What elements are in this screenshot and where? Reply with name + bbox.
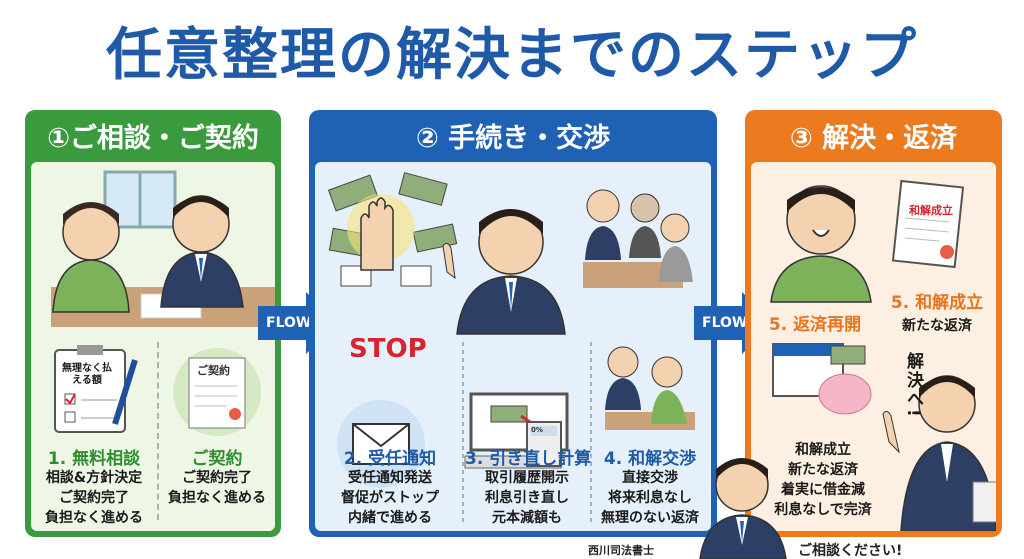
step-label: 5. 返済再開 [768,315,862,335]
step-desc: 受任通知発送 督促がストップ 内緒で進める [319,468,461,528]
step-line: 利息引き直し [485,490,569,506]
panel-consultation: ①ご相談・ご契約 [25,110,281,537]
step-line: 新たな返済 [902,318,972,334]
panel-heading: ①ご相談・ご契約 [47,122,259,154]
step-line: 直接交渉 [622,470,678,486]
step-line: 和解成立 [795,442,851,458]
panel-body: STOP 0% 2. 受任通知 受任通知発送 督促がストップ 内緒で進める 3.… [315,162,711,531]
step-desc: 新たな返済 [881,316,993,336]
divider [157,342,159,520]
step-desc: 取引履歴開示 利息引き直し 元本減額も [465,468,589,528]
step-desc: 相談&方針決定 ご契約完了 負担なく進める [35,468,153,528]
step-line: 無理のない返済 [601,510,699,526]
document-title: 和解成立 [909,204,953,217]
step-line: 内緒で進める [348,510,432,526]
contract-paper-text: ご契約 [197,364,230,377]
step-label: 1. 無料相談 [47,449,141,469]
panel-procedure: ② 手続き・交渉 [309,110,717,537]
calculator-display: 0% [531,426,543,434]
step-line: 元本減額も [492,510,562,526]
footer-message: ご相談ください! [798,543,903,559]
step-line: 督促がストップ [341,490,439,506]
step-label: 3. 引き直し計算 [465,449,592,469]
flow-label: FLOW [266,315,312,331]
panel-body: 和解成立 5. 和解成立 新たな返済 5. 返済再開 解決へ! 和解成立 新たな… [751,162,996,531]
step-label: 4. 和解交渉 [603,449,697,469]
speech-bubble: 解決へ! [903,352,923,419]
step-line: 負担なく進める [45,510,143,526]
step-line: 着実に借金減 [781,482,865,498]
step-desc: 直接交渉 将来利息なし 無理のない返済 [593,468,707,528]
step-line: 利息なしで完済 [774,502,872,518]
lawyer-name: 西川司法書士 [588,544,654,557]
step-line: 負担なく進める [168,490,266,506]
procedure-illustration [327,172,695,522]
step-desc: ご契約完了 負担なく進める [159,468,275,508]
panel-heading: ③ 解決・返済 [789,122,958,154]
step-label: 5. 和解成立 [890,293,984,313]
consultation-illustration [51,170,275,436]
panel-heading: ② 手続き・交渉 [415,122,611,154]
step-line: ご契約完了 [182,470,252,486]
stop-text: STOP [349,334,427,364]
note-pad-text: 無理なく払える額 [62,363,112,386]
step-line: 将来利息なし [608,490,692,506]
resolution-illustration [770,179,996,531]
step-line: 相談&方針決定 [45,470,143,486]
page-title: 任意整理の解決までのステップ [106,23,918,88]
step-line: ご契約完了 [59,490,129,506]
panel-body: 無理なく払える額 ご契約 1. 無料相談 相談&方針決定 ご契約完了 負担なく進… [31,162,275,531]
flow-label: FLOW [702,315,748,331]
step-label: ご契約 [191,449,243,469]
footer-lawyer-illustration [699,458,787,559]
step-desc: 和解成立 新たな返済 着実に借金減 利息なしで完済 [753,440,893,520]
step-line: 新たな返済 [788,462,858,478]
step-line: 受任通知発送 [348,470,432,486]
step-label: 2. 受任通知 [343,449,437,469]
panel-resolution: ③ 解決・返済 和解成立 5. 和解 [745,110,1002,537]
step-line: 取引履歴開示 [485,470,569,486]
